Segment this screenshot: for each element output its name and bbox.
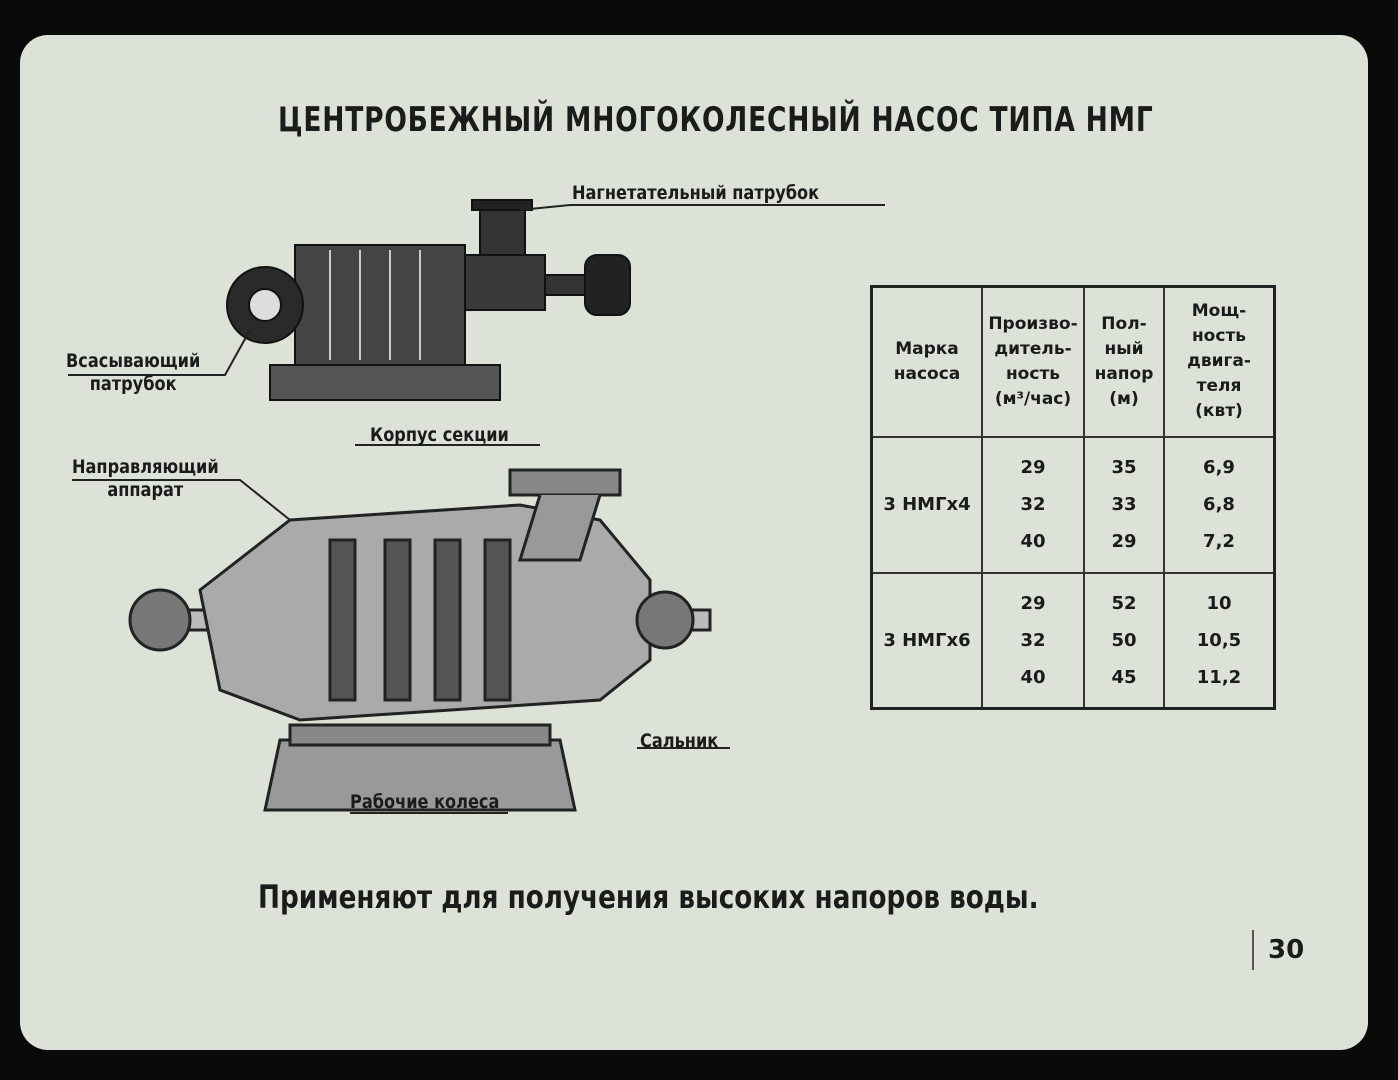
slide-title: ЦЕНТРОБЕЖНЫЙ МНОГОКОЛЕСНЫЙ НАСОС ТИПА НМ… (278, 100, 1154, 140)
label-discharge-nozzle: Нагнетательный патрубок (572, 182, 820, 204)
cell-model: 3 НМГх4 (870, 435, 983, 574)
cell-model: 3 НМГх6 (870, 571, 983, 710)
label-suction-nozzle: Всасывающий патрубок (66, 350, 201, 395)
label-guide-apparatus: Направляющий аппарат (72, 456, 219, 501)
slide-caption: Применяют для получения высоких напоров … (258, 878, 1039, 916)
leader-lines (68, 204, 885, 814)
label-gland: Сальник (640, 730, 719, 752)
label-section-body: Корпус секции (370, 424, 509, 446)
header-capacity: Произво-дитель-ность(м³/час) (981, 285, 1085, 438)
label-impellers: Рабочие колеса (350, 791, 500, 813)
pump-section-drawing (128, 468, 712, 812)
page-number: 30 (1252, 930, 1304, 970)
pump-exterior-drawing (226, 199, 631, 401)
